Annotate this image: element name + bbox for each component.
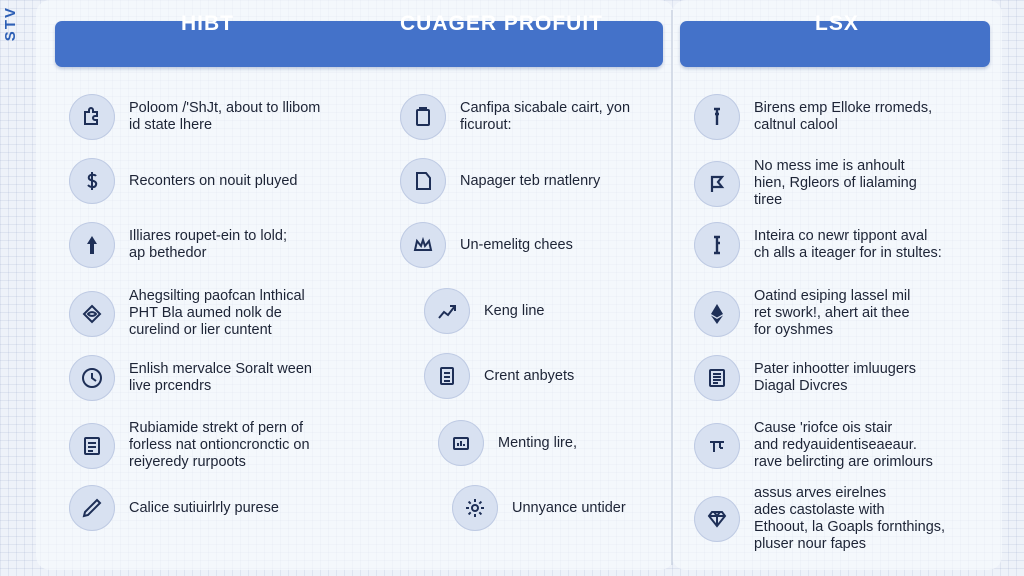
col1-item-2-text: Reconters on nouit pluyed — [129, 172, 298, 189]
col2-item-3[interactable]: Un-emelitg chees — [400, 222, 573, 268]
col3-item-3[interactable]: Inteira co newr tippont aval ch alls a i… — [694, 222, 942, 268]
col2-item-7-text: Unnyance untider — [512, 499, 626, 516]
trend-line-icon — [424, 288, 470, 334]
pin-icon — [694, 94, 740, 140]
col3-item-1-text: Birens emp Elloke rromeds, caltnul caloo… — [754, 100, 933, 133]
clock-icon — [69, 355, 115, 401]
gem-icon — [694, 496, 740, 542]
col3-item-3-text: Inteira co newr tippont aval ch alls a i… — [754, 228, 942, 261]
pen-icon — [69, 485, 115, 531]
chart-box-icon — [438, 420, 484, 466]
col3-item-2-text: No mess ime is anhoult hien, Rgleors of … — [754, 158, 917, 208]
col2-item-5-text: Crent anbyets — [484, 367, 575, 384]
header-bar-left — [55, 21, 663, 67]
col1-item-6[interactable]: Rubiamide strekt of pern of forless nat … — [69, 420, 310, 471]
col1-item-7[interactable]: Calice sutiuirlrly purese — [69, 485, 279, 531]
col1-item-1-text: Poloom /'ShJt, about to llibom id state … — [129, 100, 321, 133]
side-label: STV — [2, 6, 19, 42]
col1-item-6-text: Rubiamide strekt of pern of forless nat … — [129, 420, 310, 470]
col3-item-7-text: assus arves eirelnes ades castolaste wit… — [754, 485, 946, 552]
col1-item-3[interactable]: Illiares roupet-ein to lold; ap bethedor — [69, 222, 287, 268]
panel-divider — [671, 10, 673, 565]
notepad-icon — [694, 355, 740, 401]
col2-item-4[interactable]: Keng line — [424, 288, 544, 334]
clipboard-icon — [400, 94, 446, 140]
col1-item-7-text: Calice sutiuirlrly purese — [129, 499, 279, 516]
col3-item-1[interactable]: Birens emp Elloke rromeds, caltnul caloo… — [694, 94, 932, 140]
col2-item-6[interactable]: Menting lire, — [438, 420, 577, 466]
col1-item-3-text: Illiares roupet-ein to lold; ap bethedor — [129, 228, 287, 261]
col3-item-5-text: Pater inhootter imluugers Diagal Divcres — [754, 361, 916, 394]
flag-icon — [694, 160, 740, 207]
list-icon — [424, 353, 470, 399]
col3-item-7[interactable]: assus arves eirelnes ades castolaste wit… — [694, 485, 945, 553]
col3-item-6-text: Cause 'riofce ois stair and redyauidenti… — [754, 420, 933, 470]
header-title-hibt: HIBT — [181, 12, 234, 35]
tag-icon — [400, 158, 446, 204]
col3-item-5[interactable]: Pater inhootter imluugers Diagal Divcres — [694, 355, 916, 401]
crown-icon — [400, 222, 446, 268]
col1-item-5-text: Enlish mervalce Soralt ween live prcendr… — [129, 361, 312, 394]
col2-item-5[interactable]: Crent anbyets — [424, 353, 574, 399]
key-icon — [694, 222, 740, 268]
col3-item-4-text: Oatind esiping lassel mil ret swork!, ah… — [754, 288, 911, 338]
col1-item-5[interactable]: Enlish mervalce Soralt ween live prcendr… — [69, 355, 312, 401]
col2-item-2[interactable]: Napager teb rnatlenry — [400, 158, 600, 204]
left-panel — [36, 0, 674, 570]
eye-diamond-icon — [69, 290, 115, 337]
col1-item-4[interactable]: Ahegsilting paofcan lnthical PHT Bla aum… — [69, 288, 305, 339]
col2-item-2-text: Napager teb rnatlenry — [460, 172, 601, 189]
col2-item-7[interactable]: Unnyance untider — [452, 485, 626, 531]
col3-item-2[interactable]: No mess ime is anhoult hien, Rgleors of … — [694, 158, 917, 209]
gear-icon — [452, 485, 498, 531]
col2-item-1-text: Canfipa sicabale cairt, yon ficurout: — [460, 100, 631, 133]
document-icon — [69, 422, 115, 469]
col2-item-1[interactable]: Canfipa sicabale cairt, yon ficurout: — [400, 94, 630, 140]
col1-item-1[interactable]: Poloom /'ShJt, about to llibom id state … — [69, 94, 320, 140]
col2-item-6-text: Menting lire, — [498, 434, 577, 451]
network-icon — [694, 422, 740, 469]
arrow-up-icon — [69, 222, 115, 268]
header-title-lsx: LSX — [815, 12, 859, 35]
col1-item-2[interactable]: Reconters on nouit pluyed — [69, 158, 297, 204]
col2-item-3-text: Un-emelitg chees — [460, 236, 573, 253]
ethereum-icon — [694, 290, 740, 337]
puzzle-icon — [69, 94, 115, 140]
col2-item-4-text: Keng line — [484, 302, 545, 319]
header-title-cuager-profuit: CUAGER PROFUIT — [400, 12, 603, 35]
col3-item-4[interactable]: Oatind esiping lassel mil ret swork!, ah… — [694, 288, 910, 339]
col3-item-6[interactable]: Cause 'riofce ois stair and redyauidenti… — [694, 420, 933, 471]
right-panel — [672, 0, 1002, 570]
header-bar-right — [680, 21, 990, 67]
dollar-icon — [69, 158, 115, 204]
col1-item-4-text: Ahegsilting paofcan lnthical PHT Bla aum… — [129, 288, 305, 338]
